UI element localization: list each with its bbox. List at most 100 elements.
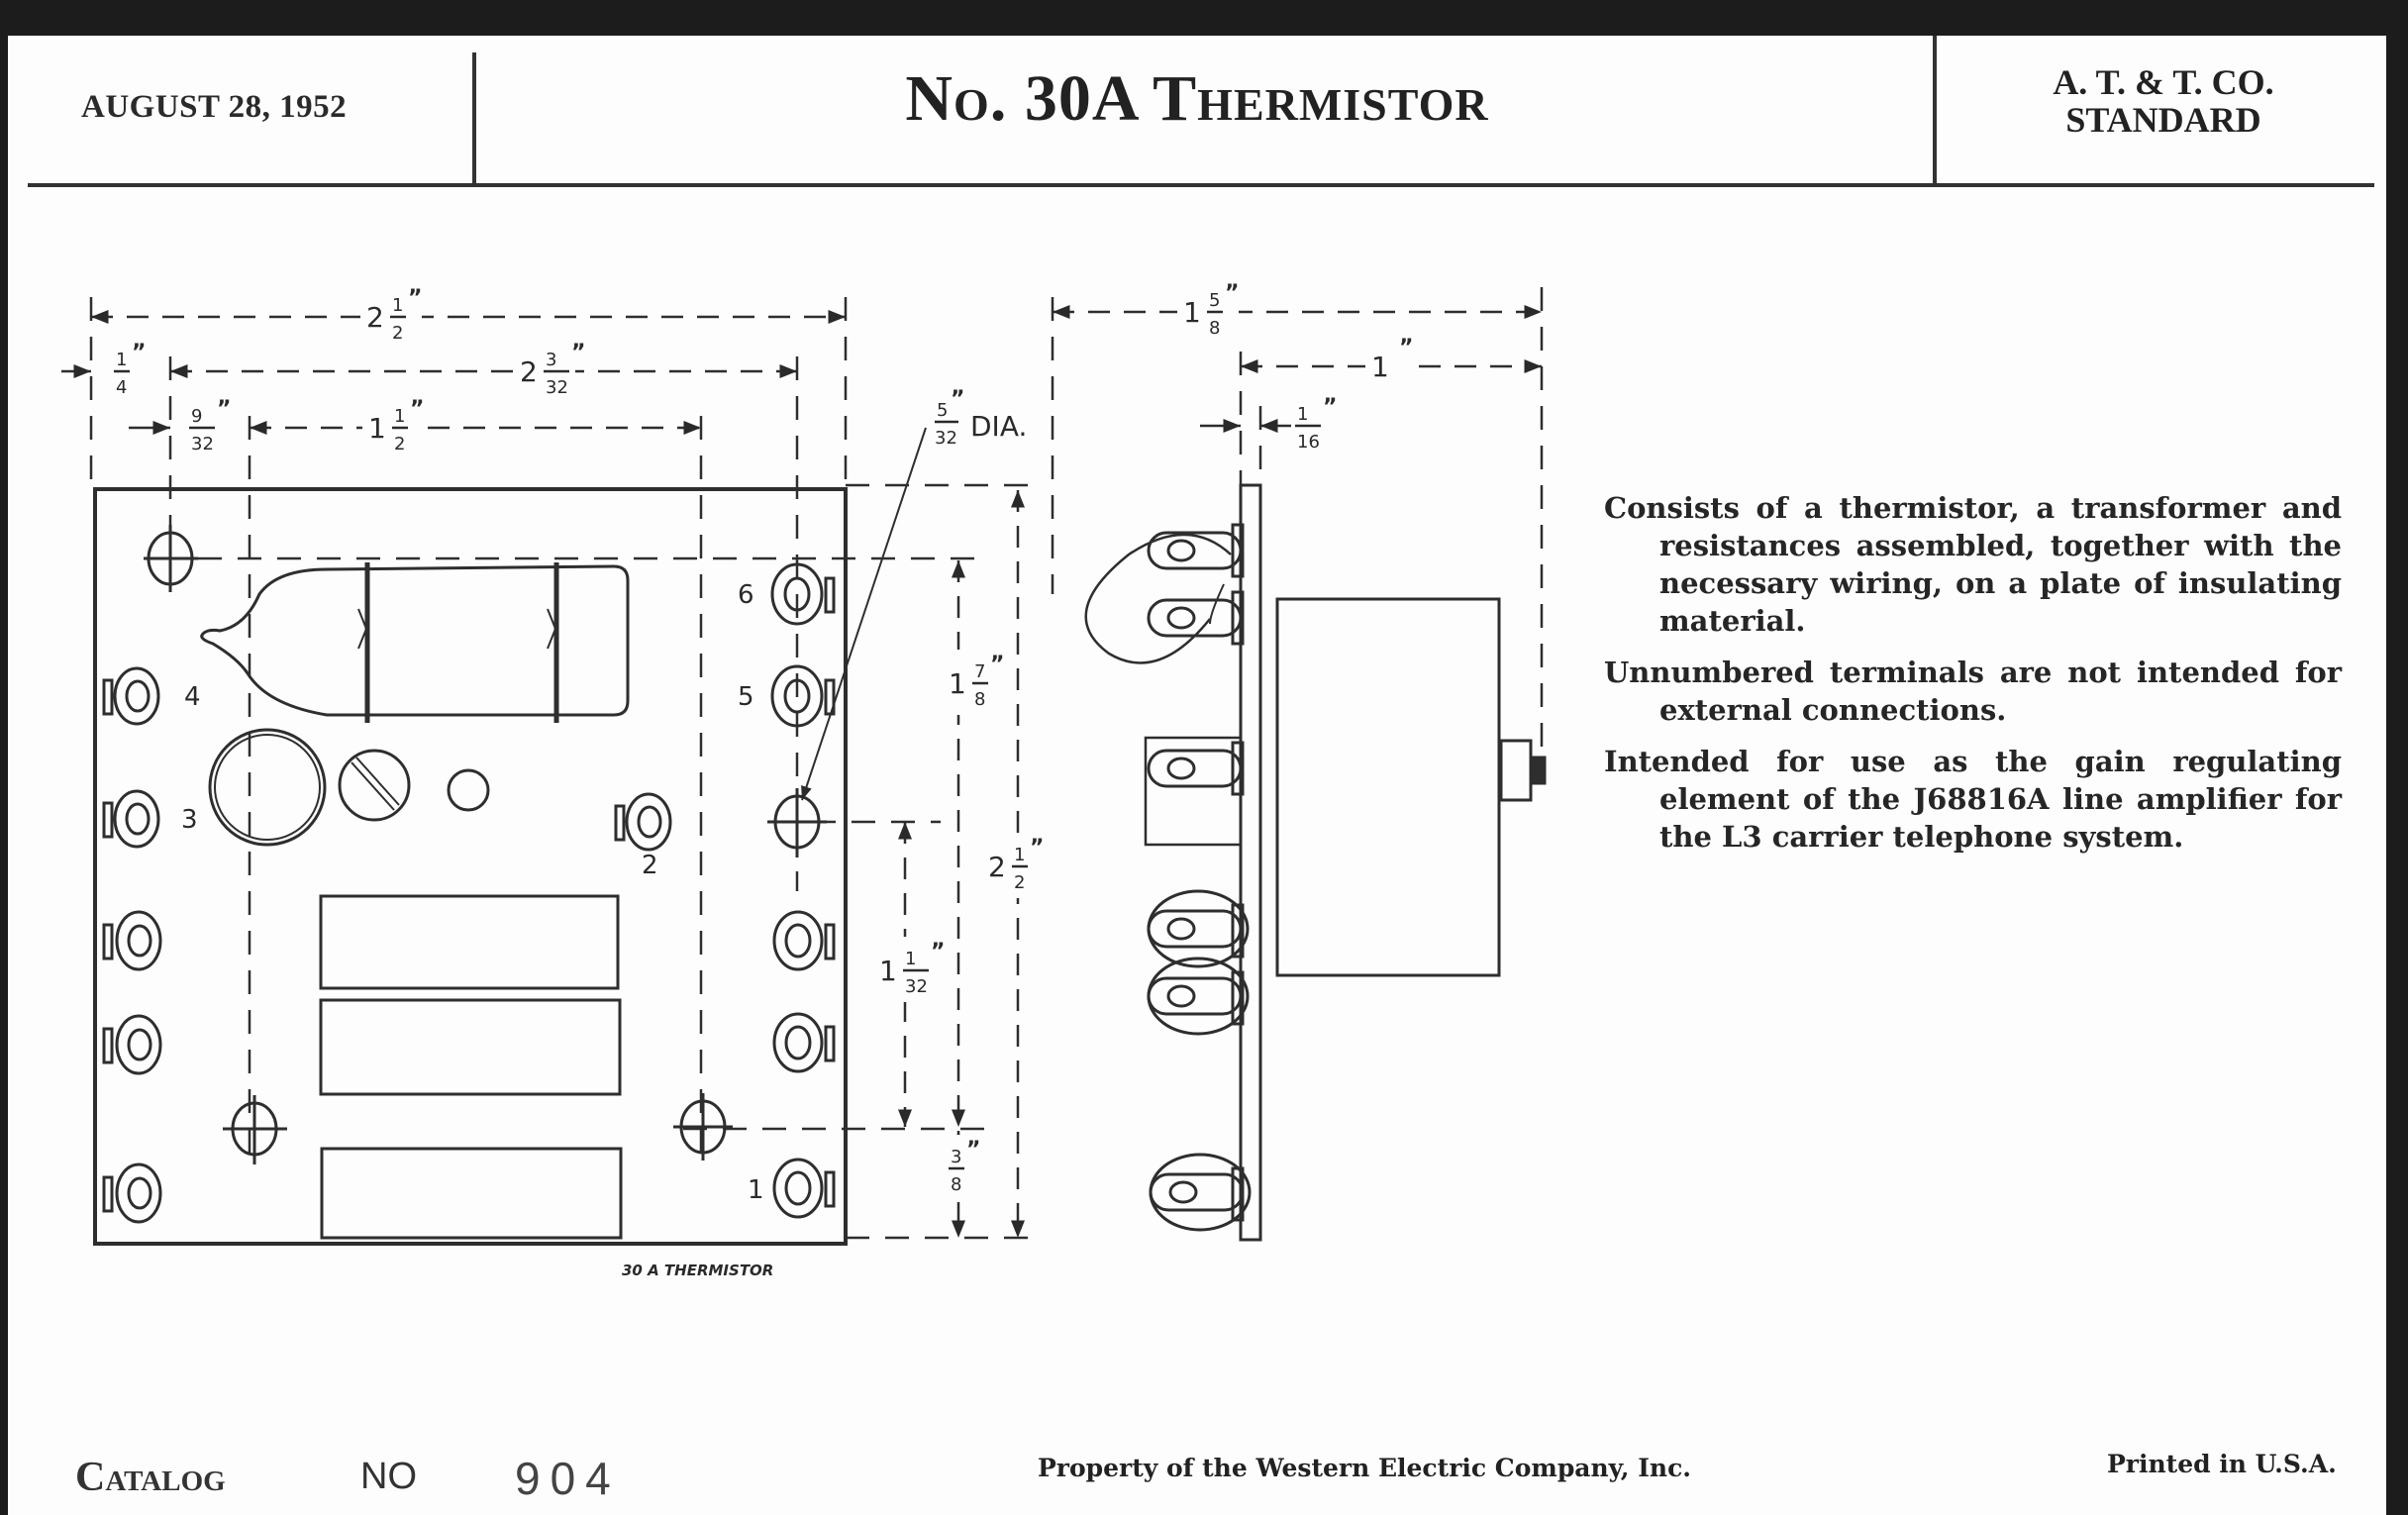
nut (1499, 739, 1547, 802)
description-paragraph: Consists of a thermistor, a transformer … (1604, 491, 2342, 638)
inch-mark: ” (990, 653, 1004, 677)
dim-denominator: 8 (974, 689, 985, 710)
description-paragraph: Intended for use as the gain regulating … (1604, 745, 2342, 854)
dim-denominator: 2 (394, 434, 405, 454)
terminal (102, 910, 162, 971)
dim-numerator: 5 (937, 400, 948, 421)
terminals-right (614, 562, 836, 1219)
dim-denominator: 8 (1209, 318, 1220, 339)
dim-denominator: 16 (1297, 432, 1320, 453)
side-view-plate (1239, 483, 1262, 1242)
dim-whole: 2 (520, 355, 538, 388)
front-centerlines (89, 287, 1544, 1240)
dim-denominator: 32 (191, 434, 214, 454)
dim-label-plate-thickness: 1 16” (1291, 392, 1337, 457)
dim-denominator: 32 (546, 377, 568, 398)
front-view-plate (93, 487, 848, 1246)
dim-label-bottom-offset: 3 8” (945, 1135, 986, 1200)
dim-numerator: 1 (392, 295, 403, 316)
dim-label-left-offset: 1 4” (110, 338, 151, 403)
dim-numerator: 1 (1297, 404, 1308, 425)
dim-label-inner-offset: 9 32” (185, 394, 231, 459)
dim-whole: 1 (1183, 296, 1201, 329)
terminal (770, 562, 836, 626)
inch-mark: ” (1323, 395, 1337, 420)
terminal-label-5: 5 (738, 682, 754, 712)
terminal-label-1: 1 (748, 1175, 764, 1205)
inch-mark: ” (132, 341, 146, 365)
dim-denominator: 8 (951, 1174, 961, 1195)
resistor (320, 1147, 623, 1240)
mounting-hole (223, 1095, 287, 1164)
document-title: No. 30A Thermistor (905, 62, 1489, 135)
dim-numerator: 3 (546, 350, 556, 370)
description: Consists of a thermistor, a transformer … (1604, 489, 2342, 869)
inch-mark: ” (951, 387, 964, 412)
dim-denominator: 4 (116, 377, 127, 398)
terminal (770, 664, 836, 728)
terminal (614, 792, 672, 852)
thermistor-bulb (200, 564, 630, 717)
mounting-hole (767, 788, 827, 858)
inch-mark: ” (1030, 836, 1044, 860)
resistor (319, 894, 620, 990)
header-bottom-rule (28, 183, 2374, 187)
inch-mark: ” (1399, 336, 1413, 360)
screw (338, 749, 411, 822)
dim-numerator: 1 (1014, 845, 1025, 865)
dim-denominator: 2 (1014, 872, 1025, 893)
standard-line-1: A. T. & T. CO. (2053, 62, 2274, 102)
dim-numerator: 3 (951, 1147, 961, 1167)
terminal (102, 1014, 162, 1075)
dia-leader (801, 427, 927, 801)
terminal-label-2: 2 (642, 851, 658, 880)
property-notice: Property of the Western Electric Company… (1038, 1454, 1692, 1482)
inch-mark: ” (931, 940, 945, 964)
inch-mark: ” (408, 286, 422, 311)
dim-denominator: 32 (935, 428, 957, 449)
dim-numerator: 5 (1209, 290, 1220, 311)
dim-whole: 1 (368, 412, 386, 445)
terminal (772, 910, 836, 971)
description-paragraph: Unnumbered terminals are not intended fo… (1604, 656, 2342, 727)
dim-numerator: 9 (191, 406, 202, 427)
terminals-left (102, 666, 162, 1224)
inch-mark: ” (410, 397, 424, 422)
catalog-number: 904 (515, 1453, 621, 1504)
terminal (772, 1158, 836, 1219)
terminal-label-6: 6 (738, 580, 754, 610)
document-date: AUGUST 28, 1952 (81, 89, 348, 125)
dim-whole: 1 (1371, 351, 1389, 383)
dim-numerator: 7 (974, 661, 985, 682)
terminal (102, 1162, 162, 1224)
catalog-no-label: NO (360, 1456, 417, 1497)
terminal-label-3: 3 (181, 805, 198, 835)
capacitor-can (208, 728, 327, 847)
terminal (102, 666, 160, 726)
inch-mark: ” (1225, 281, 1239, 306)
header-divider-right (1933, 36, 1937, 184)
terminal-label-4: 4 (184, 682, 201, 712)
catalog-label: Catalog (75, 1455, 226, 1500)
terminal (102, 789, 160, 849)
dim-whole: 1 (879, 955, 897, 987)
mounting-hole (144, 525, 198, 592)
inch-mark: ” (571, 341, 585, 365)
terminal (772, 1012, 836, 1073)
inch-mark: ” (966, 1138, 980, 1162)
transformer-body (1275, 597, 1501, 977)
mounting-hole (673, 1093, 733, 1161)
side-terminals (1147, 523, 1252, 1232)
dim-numerator: 1 (116, 350, 127, 370)
inch-mark: ” (217, 397, 231, 422)
dim-whole: 2 (988, 851, 1006, 883)
dim-denominator: 2 (392, 323, 403, 344)
dim-whole: 2 (366, 301, 384, 334)
printed-notice: Printed in U.S.A. (2107, 1450, 2337, 1478)
dim-numerator: 1 (905, 949, 916, 969)
